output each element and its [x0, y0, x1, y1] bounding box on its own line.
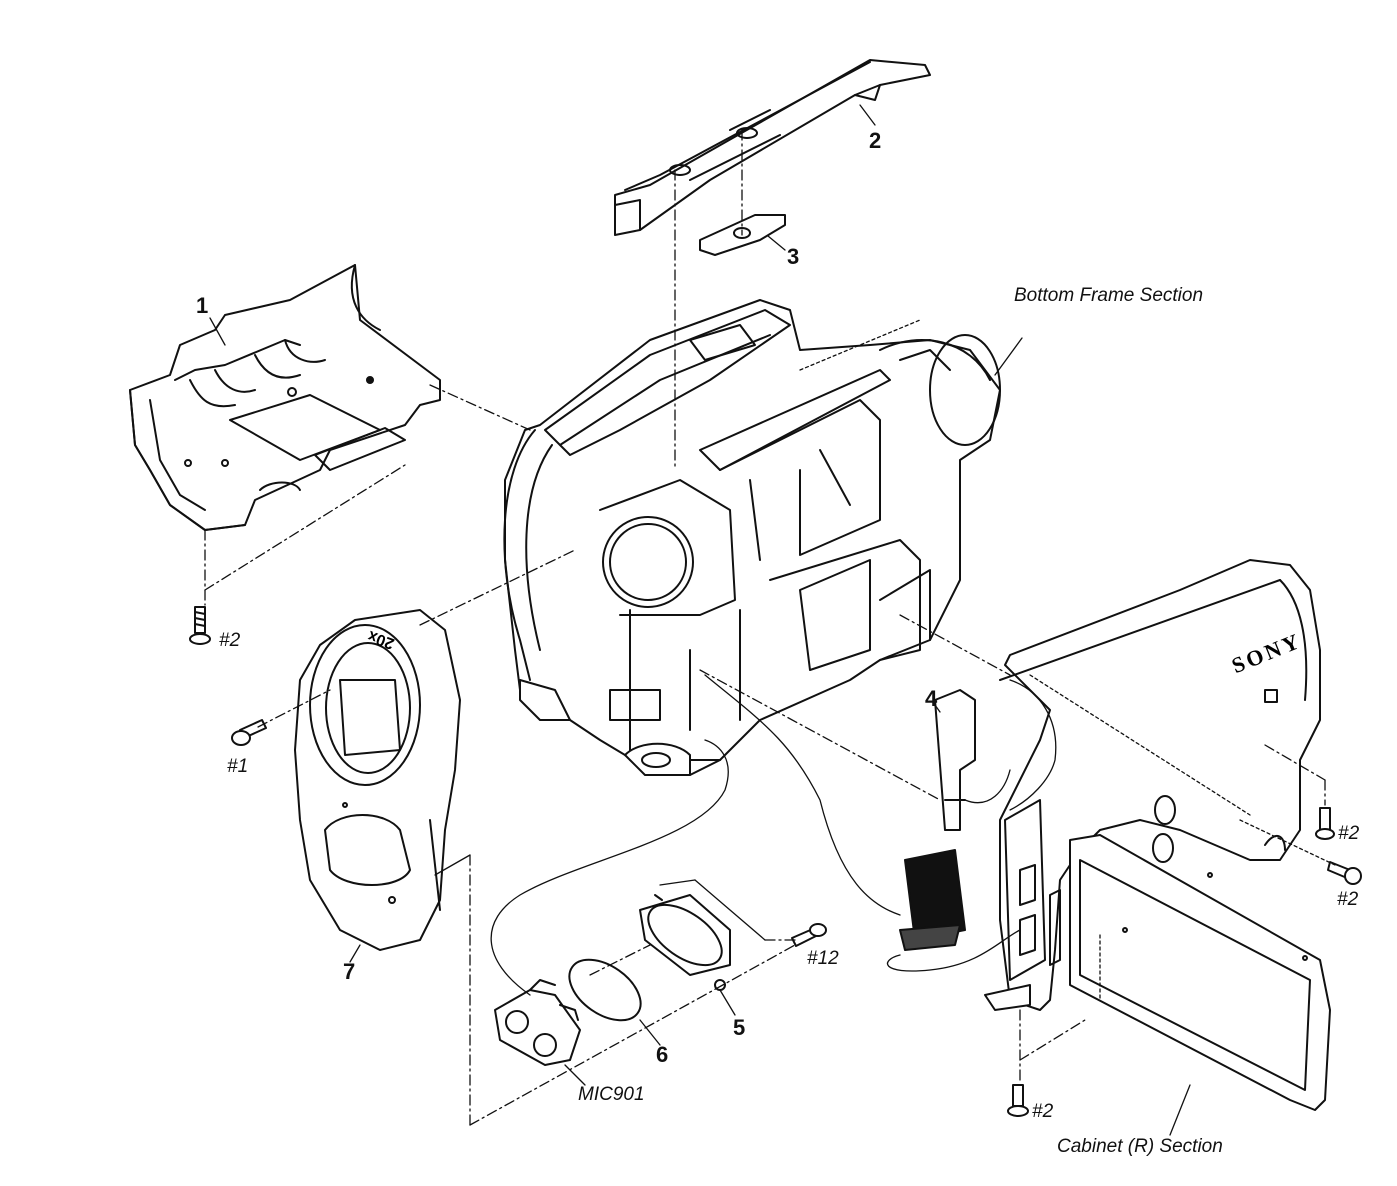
- screw-label: #1: [227, 756, 249, 777]
- callout-1: 1: [196, 293, 209, 318]
- cabinet-r-section-label: Cabinet (R) Section: [1057, 1136, 1223, 1157]
- cabinet-right: [984, 559, 1331, 1111]
- screw-icon: [791, 923, 827, 947]
- screw-icon: [1007, 1084, 1029, 1117]
- screw-label: #2: [1337, 889, 1359, 910]
- part-1-cover-tray: [129, 264, 441, 531]
- leader-lines: [204, 104, 1336, 1136]
- callout-6: 6: [656, 1042, 669, 1067]
- callout-5: 5: [733, 1015, 746, 1040]
- screw-label: #12: [807, 948, 839, 969]
- part-2-top-plate: [614, 59, 931, 236]
- part-7-lens-cover: [294, 609, 461, 951]
- callout-7: 7: [343, 959, 356, 984]
- screw-icon: [189, 606, 211, 645]
- screw-label: #2: [1032, 1101, 1054, 1122]
- callout-3: 3: [787, 244, 800, 269]
- part-4-flex: [934, 689, 976, 831]
- mic-label: MIC901: [578, 1084, 645, 1105]
- callout-4: 4: [925, 686, 938, 711]
- callout-2: 2: [869, 128, 882, 153]
- mic-assembly: [494, 894, 731, 1066]
- screw-label: #2: [219, 630, 241, 651]
- screws: [189, 606, 1362, 1117]
- main-chassis: [503, 299, 1001, 776]
- screw-icon: [231, 719, 267, 746]
- screw-icon: [1327, 861, 1362, 885]
- wires: [490, 674, 1057, 996]
- screw-icon: [1315, 807, 1335, 840]
- bottom-frame-section-label: Bottom Frame Section: [1014, 285, 1204, 306]
- screw-label: #2: [1338, 823, 1360, 844]
- ribbon-cable: [899, 849, 966, 951]
